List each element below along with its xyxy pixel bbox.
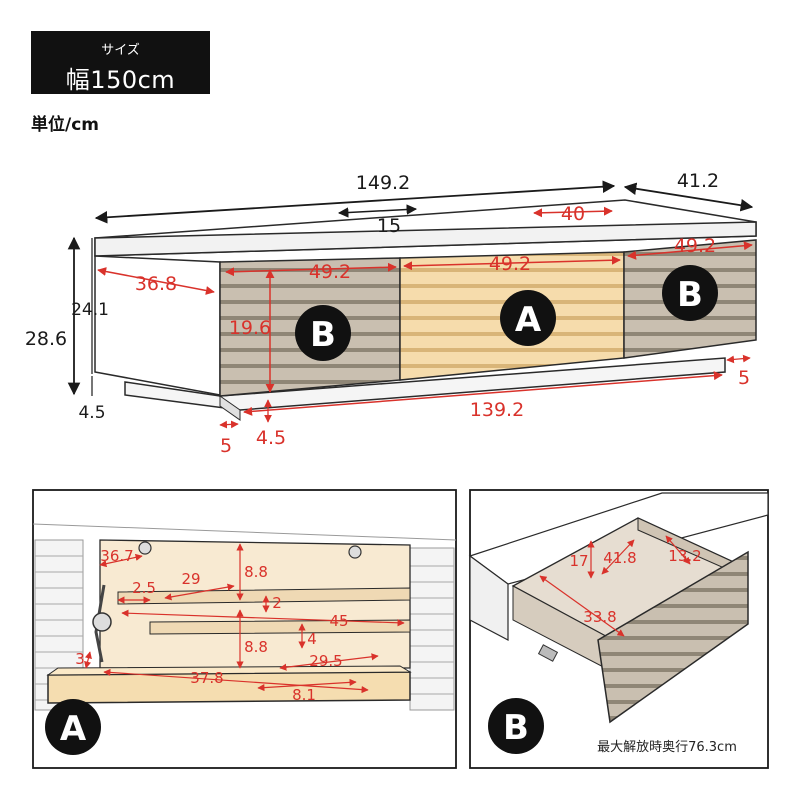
side-depth-arrow <box>97 267 215 295</box>
detail-a-badge <box>45 699 101 755</box>
depth-label: 41.2 <box>677 170 719 192</box>
detail-a-letter: A <box>60 709 87 749</box>
base-width-arrow <box>243 371 723 416</box>
detail-b-dim-lines <box>539 535 691 637</box>
width-label: 149.2 <box>356 172 410 194</box>
door-width-label: 37.8 <box>190 669 223 687</box>
width-arrow <box>94 180 616 224</box>
drawer-left-label: 49.2 <box>309 261 351 283</box>
detail-b-badge <box>488 698 544 754</box>
lower-height-label: 8.8 <box>244 638 268 656</box>
hole-offset-label: 40 <box>561 203 585 225</box>
drawer-right-arrow <box>627 241 753 260</box>
flap-center-arrow <box>403 255 621 271</box>
side-depth-label: 36.8 <box>135 273 177 295</box>
left-inset-arrow <box>219 420 239 429</box>
inner-width-b-label: 41.8 <box>603 549 636 567</box>
detail-a-dim-lines <box>84 543 405 694</box>
detail-b-letter: B <box>503 708 529 748</box>
upper-height-label: 8.8 <box>244 563 268 581</box>
cable-hole-arrow <box>337 204 418 218</box>
inner-height-label: 17 <box>569 552 588 570</box>
drawer-b-left-badge <box>295 305 351 361</box>
drawer-left-arrow <box>225 262 397 277</box>
depth-arrow <box>623 182 754 212</box>
inner-depth-label: 33.8 <box>583 608 616 626</box>
max-open-depth-note: 最大解放時奥行76.3cm <box>597 740 737 755</box>
body-height-label: 24.1 <box>71 300 109 320</box>
plinth-label: 4.5 <box>78 403 105 423</box>
upper-width-label: 29 <box>181 570 200 588</box>
drawer-b-right-letter: B <box>677 275 703 315</box>
inner-width-label: 45 <box>329 612 348 630</box>
total-height-label: 28.6 <box>25 328 67 350</box>
door-depth-label: 8.1 <box>292 686 316 704</box>
flap-center-label: 49.2 <box>489 253 531 275</box>
drawer-right-label: 49.2 <box>674 235 716 257</box>
tv-board-body <box>94 199 757 421</box>
base-width-label: 139.2 <box>470 399 524 421</box>
size-badge: サイズ 幅150cm <box>31 31 210 94</box>
inner-depth-right-label: 13.2 <box>668 547 701 565</box>
front-height-label: 19.6 <box>229 317 271 339</box>
shelf-thickness-label: 2 <box>272 594 282 612</box>
hinge-label: 2.5 <box>132 579 156 597</box>
flap-a-badge <box>500 290 556 346</box>
unit-label: 単位/cm <box>31 115 99 135</box>
right-inset-arrow <box>726 354 751 364</box>
step-label: 4 <box>307 630 317 648</box>
left-inset-label: 5 <box>220 435 232 457</box>
lower-depth-label: 29.5 <box>309 652 342 670</box>
right-inset-label: 5 <box>738 367 750 389</box>
cable-hole-label: 15 <box>377 215 401 237</box>
base-height-label: 4.5 <box>256 427 286 449</box>
hole-offset-arrow <box>533 206 613 218</box>
drawer-b-left-letter: B <box>310 315 336 355</box>
door-gap-label: 3 <box>75 650 85 668</box>
drawer-b-right-badge <box>662 265 718 321</box>
shelf-depth-label: 36.7 <box>100 547 133 565</box>
size-caption: サイズ <box>101 43 140 58</box>
flap-a-letter: A <box>515 300 542 340</box>
size-width-label: 幅150cm <box>65 66 176 94</box>
